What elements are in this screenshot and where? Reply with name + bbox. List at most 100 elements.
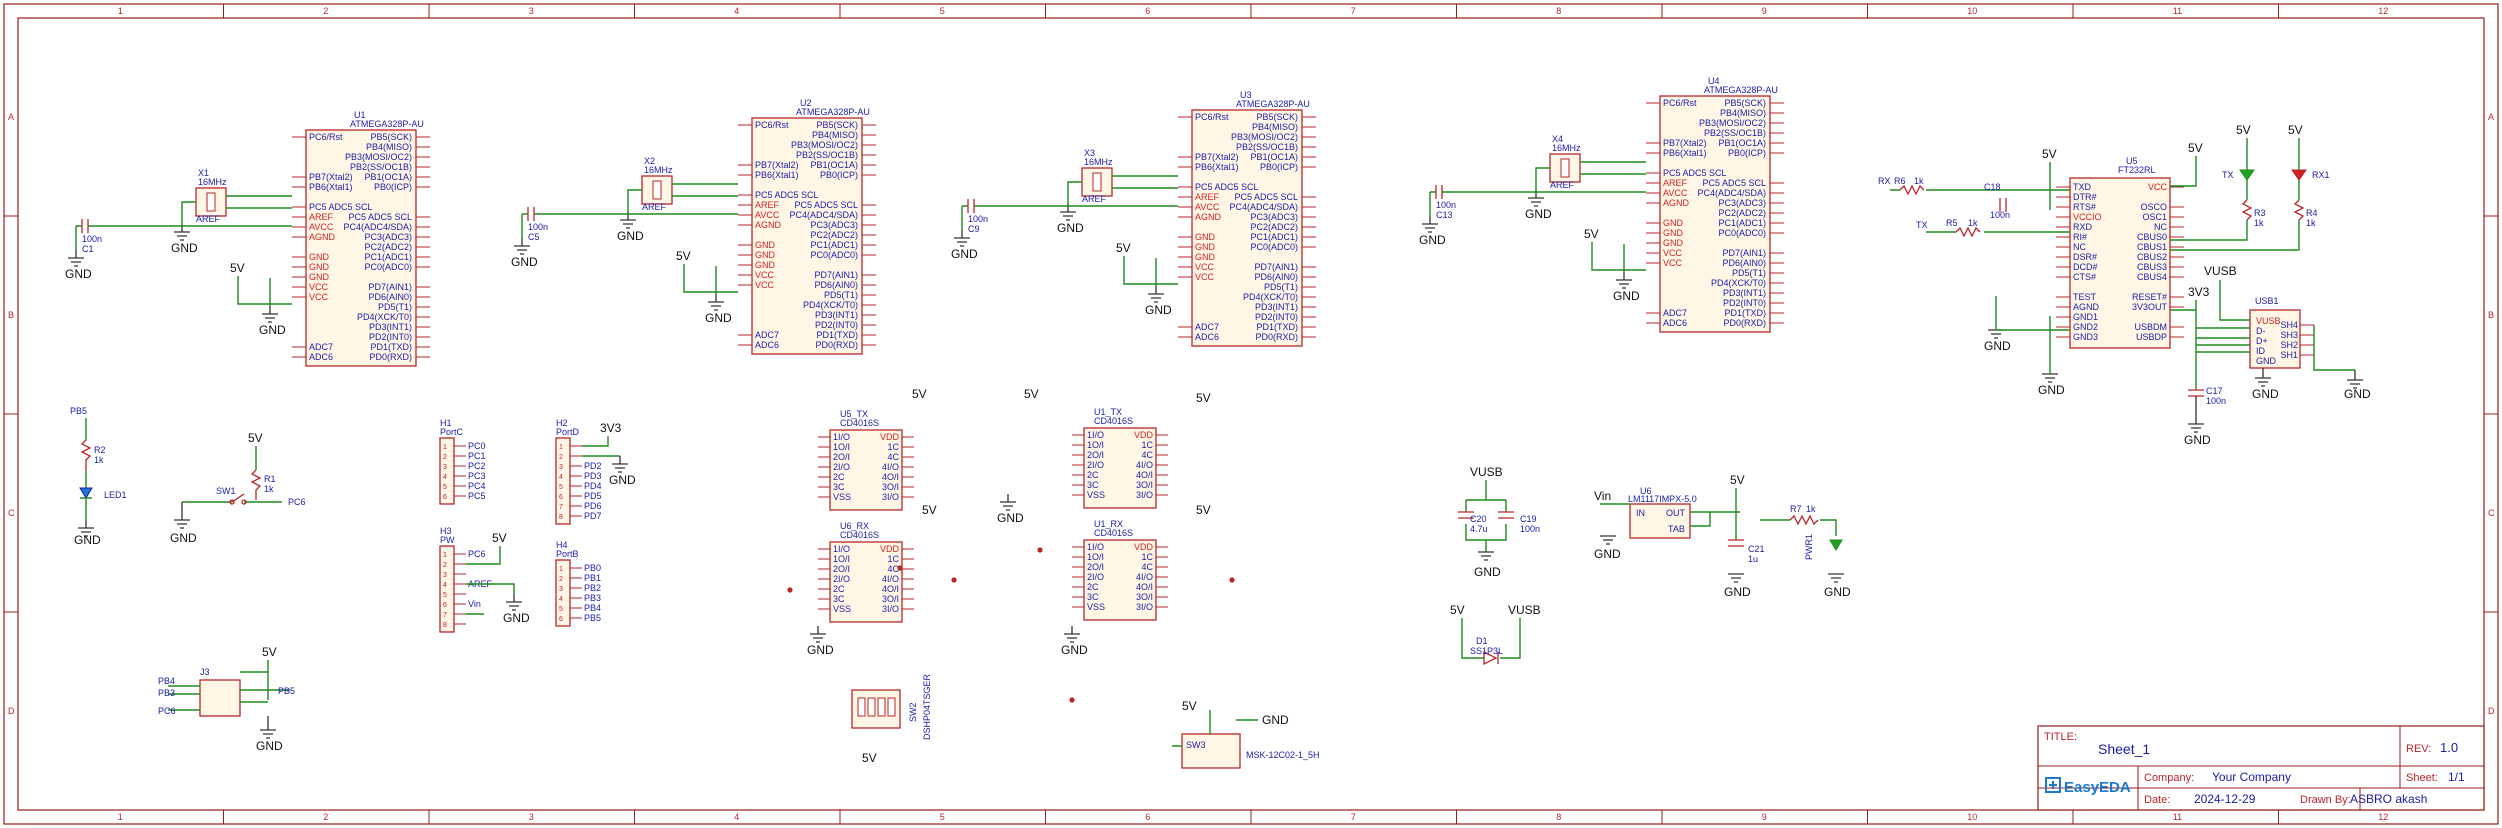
mcu-pin-right: PB3(MOSI/OC2) <box>1699 118 1766 128</box>
mcu-pin-right: PD7(AIN1) <box>368 282 412 292</box>
mcu-pin-left: GND <box>309 262 330 272</box>
cd-pin-right: 4I/O <box>882 462 899 472</box>
h3-5v: 5V <box>492 531 507 545</box>
header-name: PortC <box>440 427 464 437</box>
ft232-block[interactable]: U5FT232RLTXDDTR#RTS#VCCIORXDRI#NCDSR#DCD… <box>2056 156 2184 349</box>
vusb-filter-caps[interactable]: VUSB C20 4.7u C19 100n GND <box>1458 465 1540 579</box>
mcu-pin-right: PD1(TXD) <box>370 342 412 352</box>
mcu-u2[interactable]: U2ATMEGA328P-AUPB5(SCK)PB4(MISO)PB3(MOSI… <box>511 98 876 355</box>
gnd-text: GND <box>1061 643 1088 657</box>
u6-out: OUT <box>1666 508 1686 518</box>
header-net: PD7 <box>584 511 602 521</box>
mcu-pin-right: PD7(AIN1) <box>1722 248 1766 258</box>
cd-5v-a: 5V <box>912 387 927 401</box>
mcu-pin-left: PC6/Rst <box>755 120 789 130</box>
mcu-pin-right: PB2(SS/OC1B) <box>350 162 412 172</box>
switch-u1-rx[interactable]: U1_RXCD4016S1I/O1O/I2O/I2I/O2C3CVSSVDD1C… <box>1072 519 1168 621</box>
mcu-pin-right: PD1(TXD) <box>816 330 858 340</box>
header-net: PB3 <box>584 593 601 603</box>
cd-pin-right: 4C <box>887 564 899 574</box>
cd-pin-left: 2O/I <box>1087 450 1104 460</box>
cd-pin-right: 4I/O <box>1136 572 1153 582</box>
d1-5v: 5V <box>1450 603 1465 617</box>
sw1-5v: 5V <box>248 431 263 445</box>
sw3-ref: SW3 <box>1186 740 1206 750</box>
mcu-u1[interactable]: U1ATMEGA328P-AUPB5(SCK)PB4(MISO)PB3(MOSI… <box>65 110 430 367</box>
ft232-pin-left: GND1 <box>2073 312 2098 322</box>
header-net: PC2 <box>468 461 486 471</box>
u6-regulator[interactable]: U6 LM1117IMPX-5.0 IN OUT TAB Vin C21 1u … <box>1594 473 1851 599</box>
ft232-pin-left: DCD# <box>2073 262 2098 272</box>
u6-vin: Vin <box>1594 489 1611 503</box>
r3-val: 1k <box>2254 218 2264 228</box>
pwr1-gnd: GND <box>1824 585 1851 599</box>
ft232-5v: 5V <box>2042 147 2057 161</box>
sw1-gnd: GND <box>170 531 197 545</box>
sw3-switch[interactable]: SW3 MSK-12C02-1_5H 5V GND <box>1172 699 1320 769</box>
header-pin-num: 6 <box>559 494 563 501</box>
mcu-pin-left: VCC <box>309 292 329 302</box>
header-net: PB0 <box>584 563 601 573</box>
mcu-pin-right: PB4(MISO) <box>812 130 858 140</box>
sheet-label: Sheet: <box>2406 772 2438 784</box>
usb-shield-pin: SH3 <box>2280 330 2298 340</box>
ft232-pin-right: CBUS4 <box>2137 272 2167 282</box>
sw2-dip-switch[interactable]: SW2 DSHP04TSGER 5V <box>851 673 932 765</box>
header-pin-num: 4 <box>559 596 563 603</box>
mcu-pin-left: AGND <box>755 220 782 230</box>
r6-val: 1k <box>1914 176 1924 186</box>
mcu-u3[interactable]: U3ATMEGA328P-AUPB5(SCK)PB4(MISO)PB3(MOSI… <box>951 90 1316 347</box>
j3-connector[interactable]: J3 PB4 PB3 PC6 PB5 5V GND <box>158 645 295 753</box>
mcu-pin-right: PB3(MOSI/OC2) <box>345 152 412 162</box>
mcu-body <box>751 117 863 355</box>
cd4016-blocks: U5_TXCD4016S1I/O1O/I2O/I2I/O2C3CVSSVDD1C… <box>787 387 1235 703</box>
d1-diode[interactable]: 5V VUSB D1 SS1P3L <box>1450 603 1541 666</box>
switch-u1-tx[interactable]: U1_TXCD4016S1I/O1O/I2O/I2I/O2C3CVSSVDD1C… <box>1072 407 1168 509</box>
cd-pin-left: 1I/O <box>833 544 850 554</box>
mcu-pin-right: PD3(INT1) <box>1723 288 1766 298</box>
header-pin-num: 4 <box>559 474 563 481</box>
cd-body <box>829 541 903 623</box>
header-pin-num: 4 <box>443 582 447 589</box>
switch-u5-tx[interactable]: U5_TXCD4016S1I/O1O/I2O/I2I/O2C3CVSSVDD1C… <box>818 409 914 511</box>
cap-val: C5 <box>528 232 540 242</box>
cd-ref: U1_RX <box>1094 519 1123 529</box>
ft232-pin-left: DTR# <box>2073 192 2097 202</box>
ft232-gnd-a: GND <box>1984 339 2011 353</box>
sw1-circuit[interactable]: 5V R1 1k SW1 PC6 GND <box>170 431 306 545</box>
cd-body <box>829 429 903 511</box>
mcu-pin-left: PC6/Rst <box>1195 112 1229 122</box>
cd-pin-right: 4C <box>1141 562 1153 572</box>
ft232-passives[interactable]: RX R6 1k TX R5 1k C18 100n 5V GND GND 5V… <box>1878 123 2330 447</box>
cd-5v-d: 5V <box>1196 391 1211 405</box>
switch-u6-rx[interactable]: U6_RXCD4016S1I/O1O/I2O/I2I/O2C3CVSSVDD1C… <box>818 521 914 623</box>
cd-pin-left: 1O/I <box>833 442 850 452</box>
cd-part: CD4016S <box>840 418 879 428</box>
cd-body <box>1083 539 1157 621</box>
ft232-pin-right: 3V3OUT <box>2132 302 2168 312</box>
c18-val: 100n <box>1990 210 2010 220</box>
mcu-u4[interactable]: U4ATMEGA328P-AUPB5(SCK)PB4(MISO)PB3(MOSI… <box>1419 76 1784 333</box>
mcu-pin-right: PD5(T1) <box>824 290 858 300</box>
ft232-3v3: 3V3 <box>2188 285 2210 299</box>
mcu-pin-right: PC2(ADC2) <box>364 242 412 252</box>
mcu-pin-right: PB1(OC1A) <box>1718 138 1766 148</box>
header-net: PB5 <box>584 613 601 623</box>
led1-circuit[interactable]: PB5 R2 1k LED1 GND <box>70 406 127 547</box>
mcu-pin-left: ADC6 <box>1663 318 1687 328</box>
crystal-val: 16MHz <box>644 165 673 175</box>
